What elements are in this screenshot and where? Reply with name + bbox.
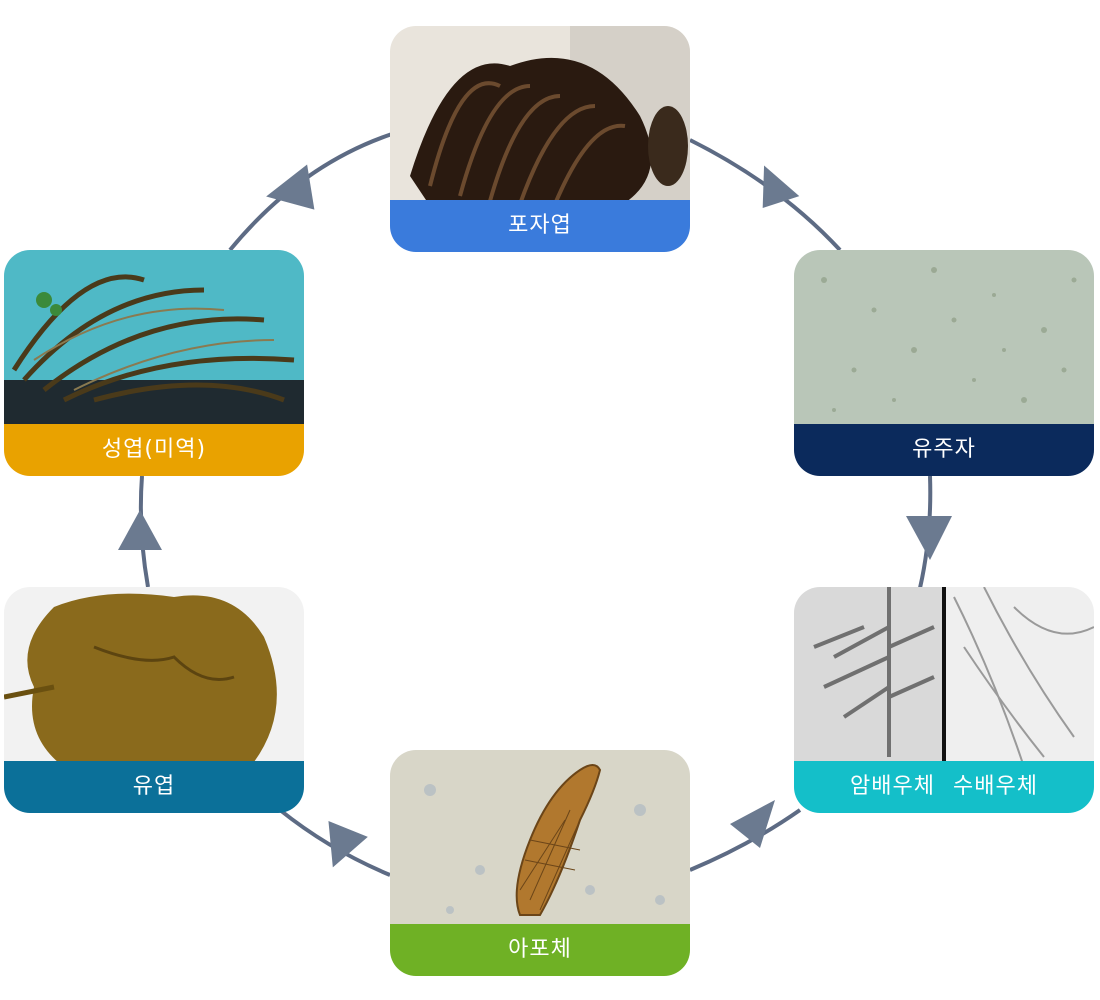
stage-card-seongyeop: 성엽(미역) <box>4 250 304 476</box>
stage-card-yujuja: 유주자 <box>794 250 1094 476</box>
photo-yuyeop <box>4 587 304 767</box>
stage-card-yuyeop: 유엽 <box>4 587 304 813</box>
stage-label-yuyeop: 유엽 <box>4 761 304 813</box>
arrow-icon-6 <box>118 510 162 550</box>
photo-pojayeop <box>390 26 690 206</box>
cycle-arrows <box>118 164 952 868</box>
label-male-gametophyte: 수배우체 <box>953 774 1038 799</box>
photo-apoche <box>390 750 690 930</box>
stage-label-baeuche: 암배우체 수배우체 <box>794 761 1094 813</box>
stage-label-pojayeop: 포자엽 <box>390 200 690 252</box>
photo-yujuja <box>794 250 1094 430</box>
arrow-icon-1 <box>266 164 315 210</box>
stage-label-apoche: 아포체 <box>390 924 690 976</box>
ring-segment-4 <box>689 808 802 872</box>
stage-label-yujuja: 유주자 <box>794 424 1094 476</box>
stage-card-pojayeop: 포자엽 <box>390 26 690 252</box>
arrow-icon-2 <box>762 165 800 208</box>
arrow-icon-3 <box>906 516 952 560</box>
stage-card-apoche: 아포체 <box>390 750 690 976</box>
stage-card-baeuche: 암배우체 수배우체 <box>794 587 1094 813</box>
label-female-gametophyte: 암배우체 <box>850 774 935 799</box>
photo-baeuche <box>794 587 1094 767</box>
arrow-icon-5 <box>328 821 368 868</box>
photo-seongyeop <box>4 250 304 430</box>
stage-label-seongyeop: 성엽(미역) <box>4 424 304 476</box>
arrow-icon-4 <box>730 800 775 848</box>
